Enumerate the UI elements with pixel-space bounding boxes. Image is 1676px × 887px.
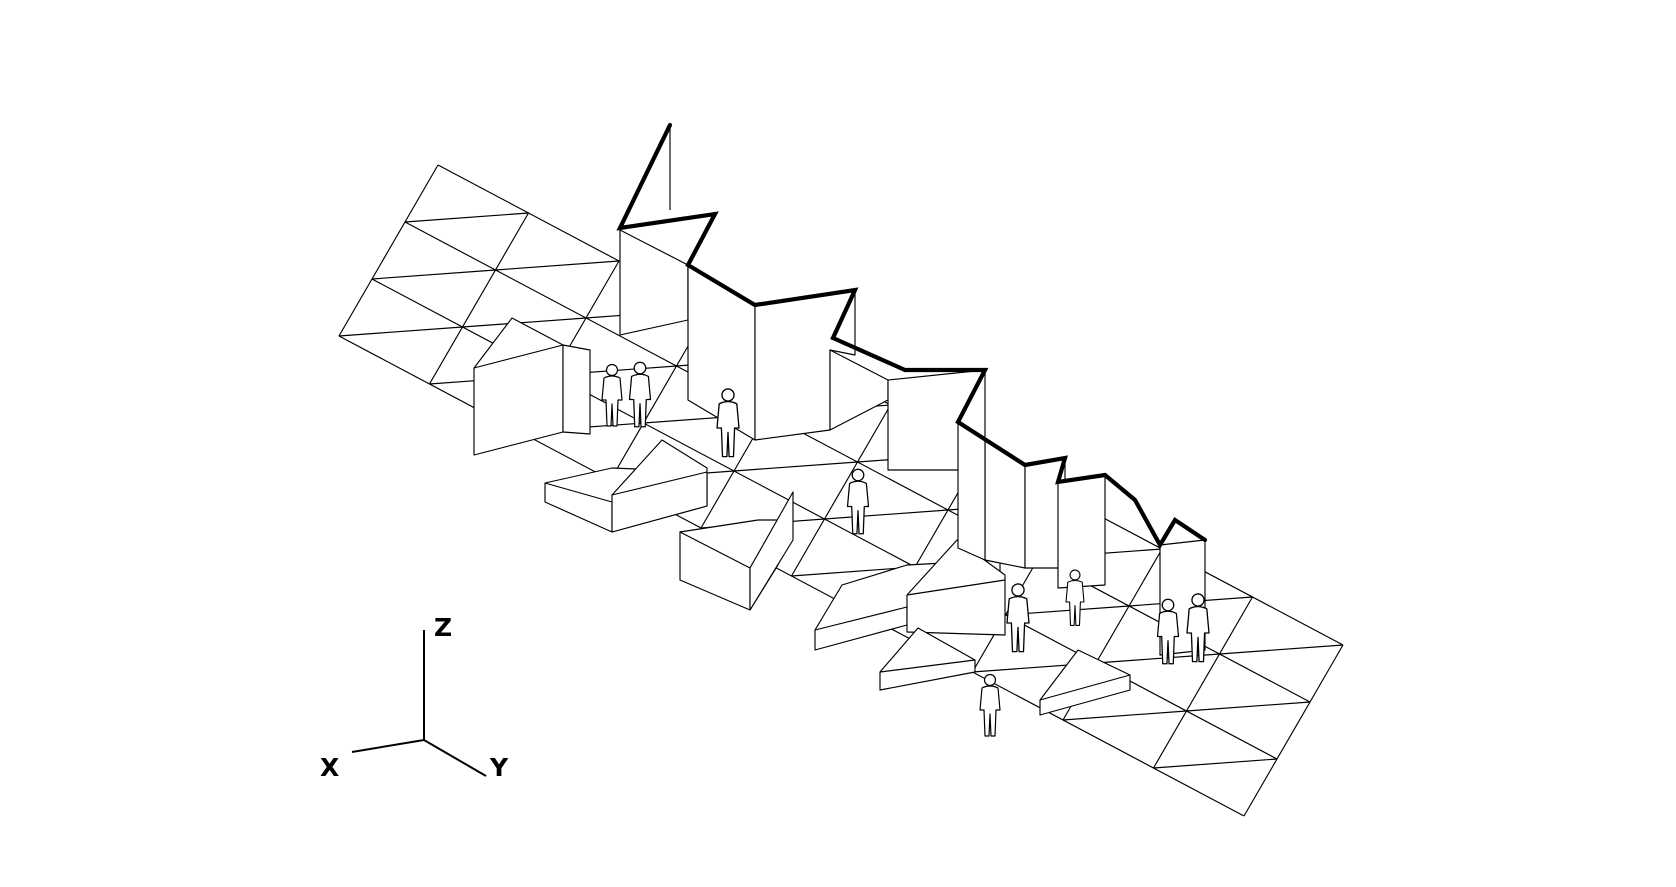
grid-line (1219, 644, 1344, 655)
person-silhouette (1065, 569, 1085, 626)
x-axis-label: X (320, 753, 339, 782)
person-silhouette (1186, 593, 1210, 663)
z-axis-label: Z (434, 613, 452, 642)
grid-line (1243, 644, 1344, 817)
grid-line (1153, 758, 1278, 769)
grid-line (371, 269, 496, 280)
grid-line (495, 260, 620, 271)
wedge-block (879, 627, 976, 691)
person-silhouette (979, 673, 1001, 737)
x-axis-line (351, 739, 425, 753)
wedge-block (679, 491, 794, 611)
grid-line (462, 317, 587, 328)
grid-line (791, 404, 891, 577)
wedge-block (906, 539, 1006, 636)
person-silhouette (846, 468, 870, 535)
folded-wall (616, 122, 1208, 656)
person-silhouette (716, 388, 740, 458)
axis-indicator: Z X Y (320, 613, 509, 782)
person-silhouette (1156, 598, 1180, 665)
y-axis-label: Y (489, 753, 509, 782)
wedge-block (473, 317, 591, 456)
wedge-block (544, 439, 708, 533)
grid-line (338, 164, 439, 337)
grid-line (1186, 701, 1311, 712)
person-silhouette (1006, 583, 1030, 653)
person-silhouette (601, 363, 623, 427)
triangular-floor-grid (338, 164, 1344, 817)
wedge-blocks (473, 317, 1131, 716)
grid-line (404, 212, 529, 223)
grid-line (1153, 596, 1253, 769)
people-silhouettes (601, 361, 1210, 737)
grid-line (429, 212, 529, 385)
wedge-block (1039, 649, 1131, 716)
grid-line (338, 326, 463, 337)
y-axis-line (423, 739, 487, 777)
person-silhouette (628, 361, 652, 428)
grid-line (1062, 710, 1187, 721)
grid-line (733, 461, 858, 472)
grid-line (824, 509, 949, 520)
